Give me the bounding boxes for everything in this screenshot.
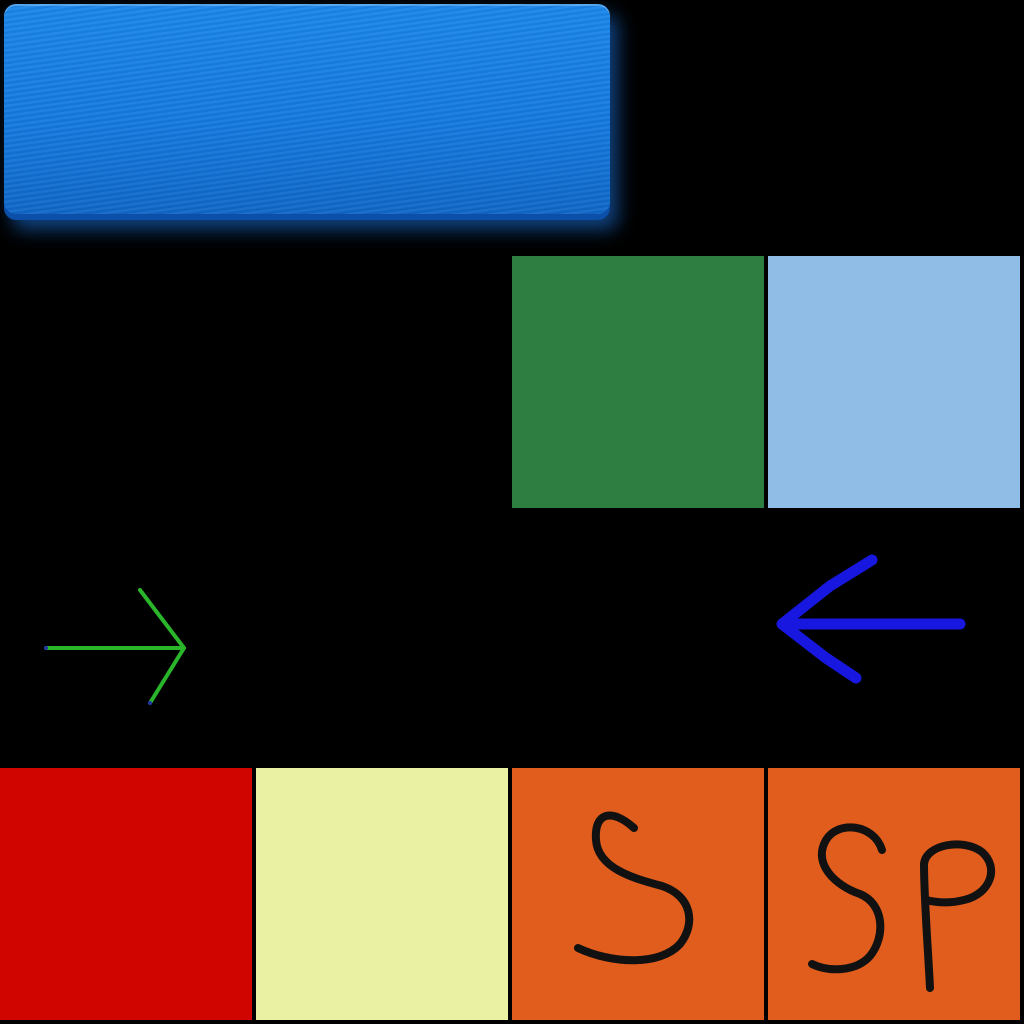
light-blue-tile[interactable] [768, 256, 1020, 508]
green-tile[interactable] [512, 256, 764, 508]
blue-button[interactable] [4, 4, 610, 220]
handwritten-s [574, 811, 694, 965]
orange-tile-s[interactable] [512, 768, 764, 1020]
arrow-right-icon[interactable] [40, 585, 200, 710]
arrow-left-icon[interactable] [770, 550, 970, 690]
orange-tile-sp[interactable] [768, 768, 1020, 1020]
cream-tile[interactable] [256, 768, 508, 1020]
red-tile[interactable] [0, 768, 252, 1020]
handwritten-sp [808, 823, 996, 992]
